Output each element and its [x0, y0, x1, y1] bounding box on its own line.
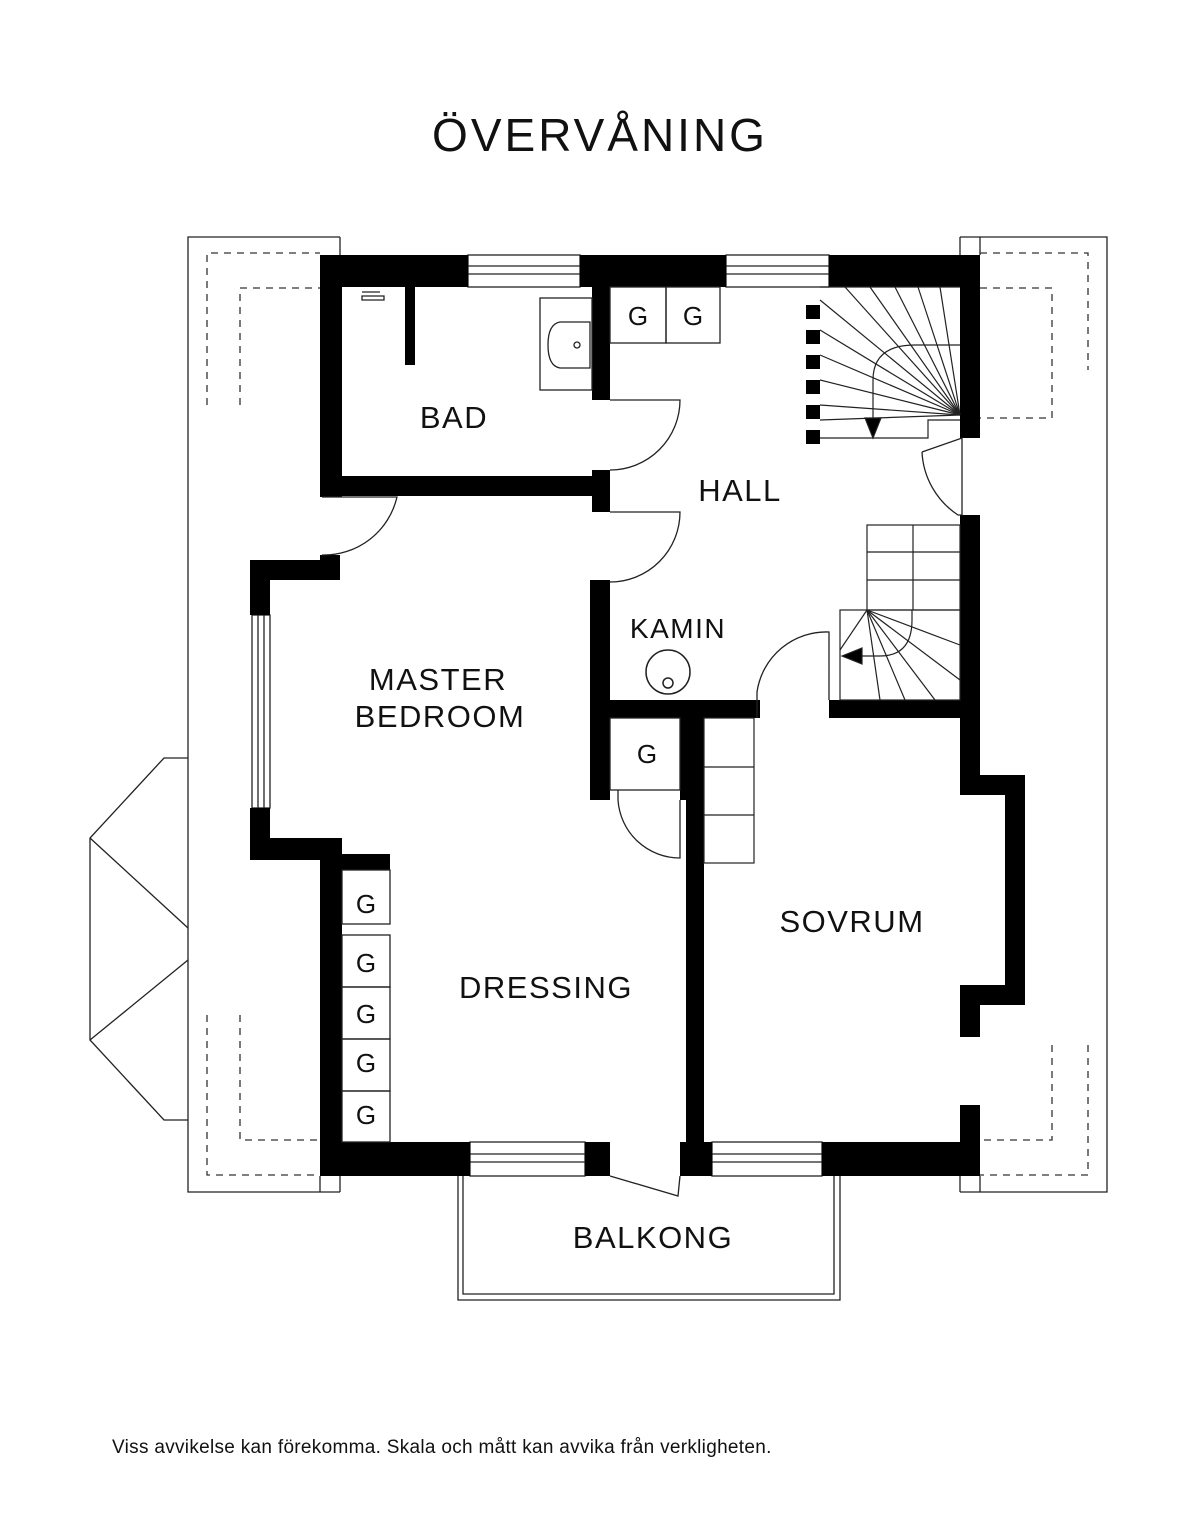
room-label-hall: HALL: [698, 473, 782, 508]
staircase-lower: [839, 524, 961, 701]
room-label-bedroom: BEDROOM: [355, 699, 526, 734]
wardrobe-label: G: [356, 889, 376, 919]
fireplace-icon: [645, 649, 691, 695]
room-label-balkong: BALKONG: [573, 1220, 733, 1255]
wardrobes: [341, 286, 721, 1143]
doors: [321, 399, 963, 1197]
room-label-master: MASTER: [369, 662, 507, 697]
wardrobe-label: G: [628, 301, 648, 331]
dashed-eave-lines: [206, 252, 1089, 1176]
bedroom-hall-door: [609, 511, 681, 583]
closet-door: [617, 790, 681, 859]
sink-counter: [539, 297, 593, 391]
toilet-icon: [361, 291, 385, 301]
roof-eaves: [187, 236, 1108, 1193]
wardrobe-label: G: [356, 1100, 376, 1130]
bedroom-small-door: [321, 496, 398, 556]
wardrobe-label: G: [683, 301, 703, 331]
bath-door: [609, 399, 681, 471]
bath-fixtures: [361, 291, 593, 391]
stair-door: [921, 437, 963, 516]
bay-window: [89, 757, 189, 1121]
staircase-upper: [819, 286, 961, 440]
room-label-bad: BAD: [420, 400, 488, 435]
room-label-kamin: KAMIN: [630, 613, 726, 644]
staircase-steps: [703, 717, 755, 864]
floor-title: ÖVERVÅNING: [432, 109, 768, 161]
balcony: [457, 1176, 841, 1301]
walls: [250, 255, 1025, 1176]
disclaimer-text: Viss avvikelse kan förekomma. Skala och …: [112, 1437, 772, 1458]
room-label-sovrum: SOVRUM: [779, 904, 924, 939]
balcony-door: [609, 1175, 681, 1197]
wardrobe-label: G: [637, 739, 657, 769]
wardrobe-label: G: [356, 999, 376, 1029]
sovrum-door: [756, 631, 830, 718]
windows: [251, 254, 830, 1177]
room-label-dressing: DRESSING: [459, 970, 633, 1005]
sink-icon: [547, 321, 591, 369]
wardrobe-label: G: [356, 1048, 376, 1078]
wardrobe-label: G: [356, 948, 376, 978]
